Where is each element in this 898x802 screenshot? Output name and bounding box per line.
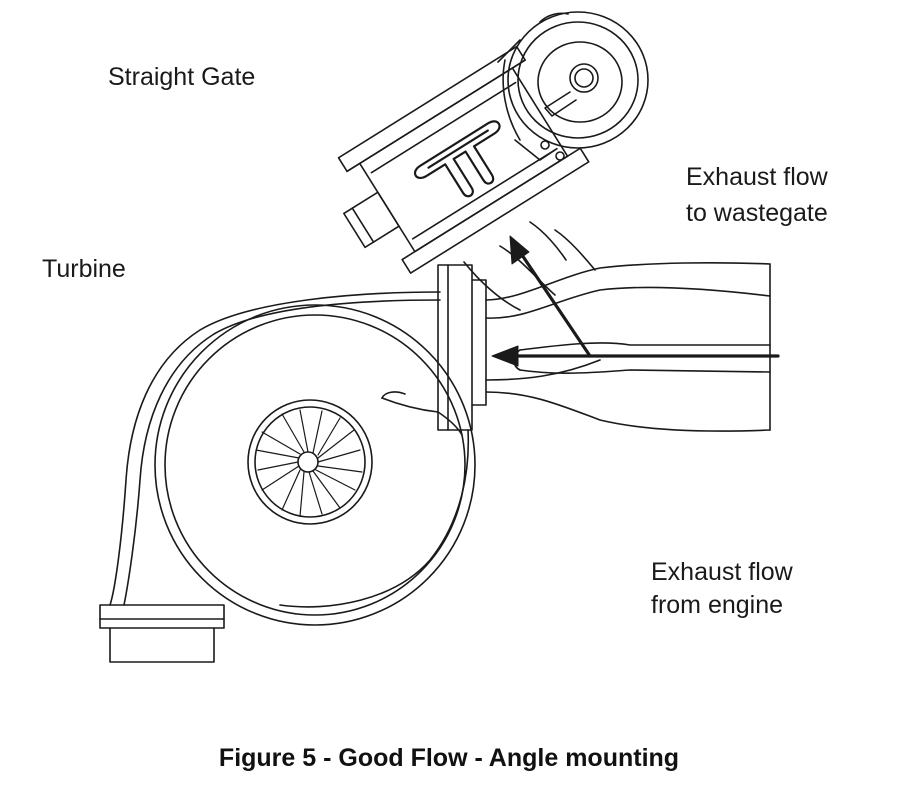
flow-arrows [491, 235, 780, 367]
turbine-flange [437, 264, 487, 431]
wastegate-flow-arrowhead-icon [509, 235, 530, 265]
wastegate-flow-arrow [518, 250, 592, 358]
turbine-wheel [255, 409, 363, 517]
wastegate-pipe [463, 221, 596, 311]
turbine-housing [99, 291, 476, 663]
figure-caption: Figure 5 - Good Flow - Angle mounting [218, 744, 680, 772]
tial-logo-icon [413, 120, 501, 198]
engine-flow-arrowhead-icon [491, 345, 519, 367]
label-wastegate-flow-line-1: Exhaust flow [686, 163, 828, 191]
label-engine-flow-line-2: from engine [651, 591, 784, 619]
label-straight-gate: Straight Gate [108, 63, 256, 91]
label-wastegate-flow-line-2: to wastegate [686, 199, 828, 227]
exhaust-manifold [485, 262, 771, 432]
wastegate-body [337, 45, 590, 274]
actuator-dome [497, 11, 649, 161]
label-turbine: Turbine [42, 255, 126, 283]
label-engine-flow-line-1: Exhaust flow [651, 558, 793, 586]
